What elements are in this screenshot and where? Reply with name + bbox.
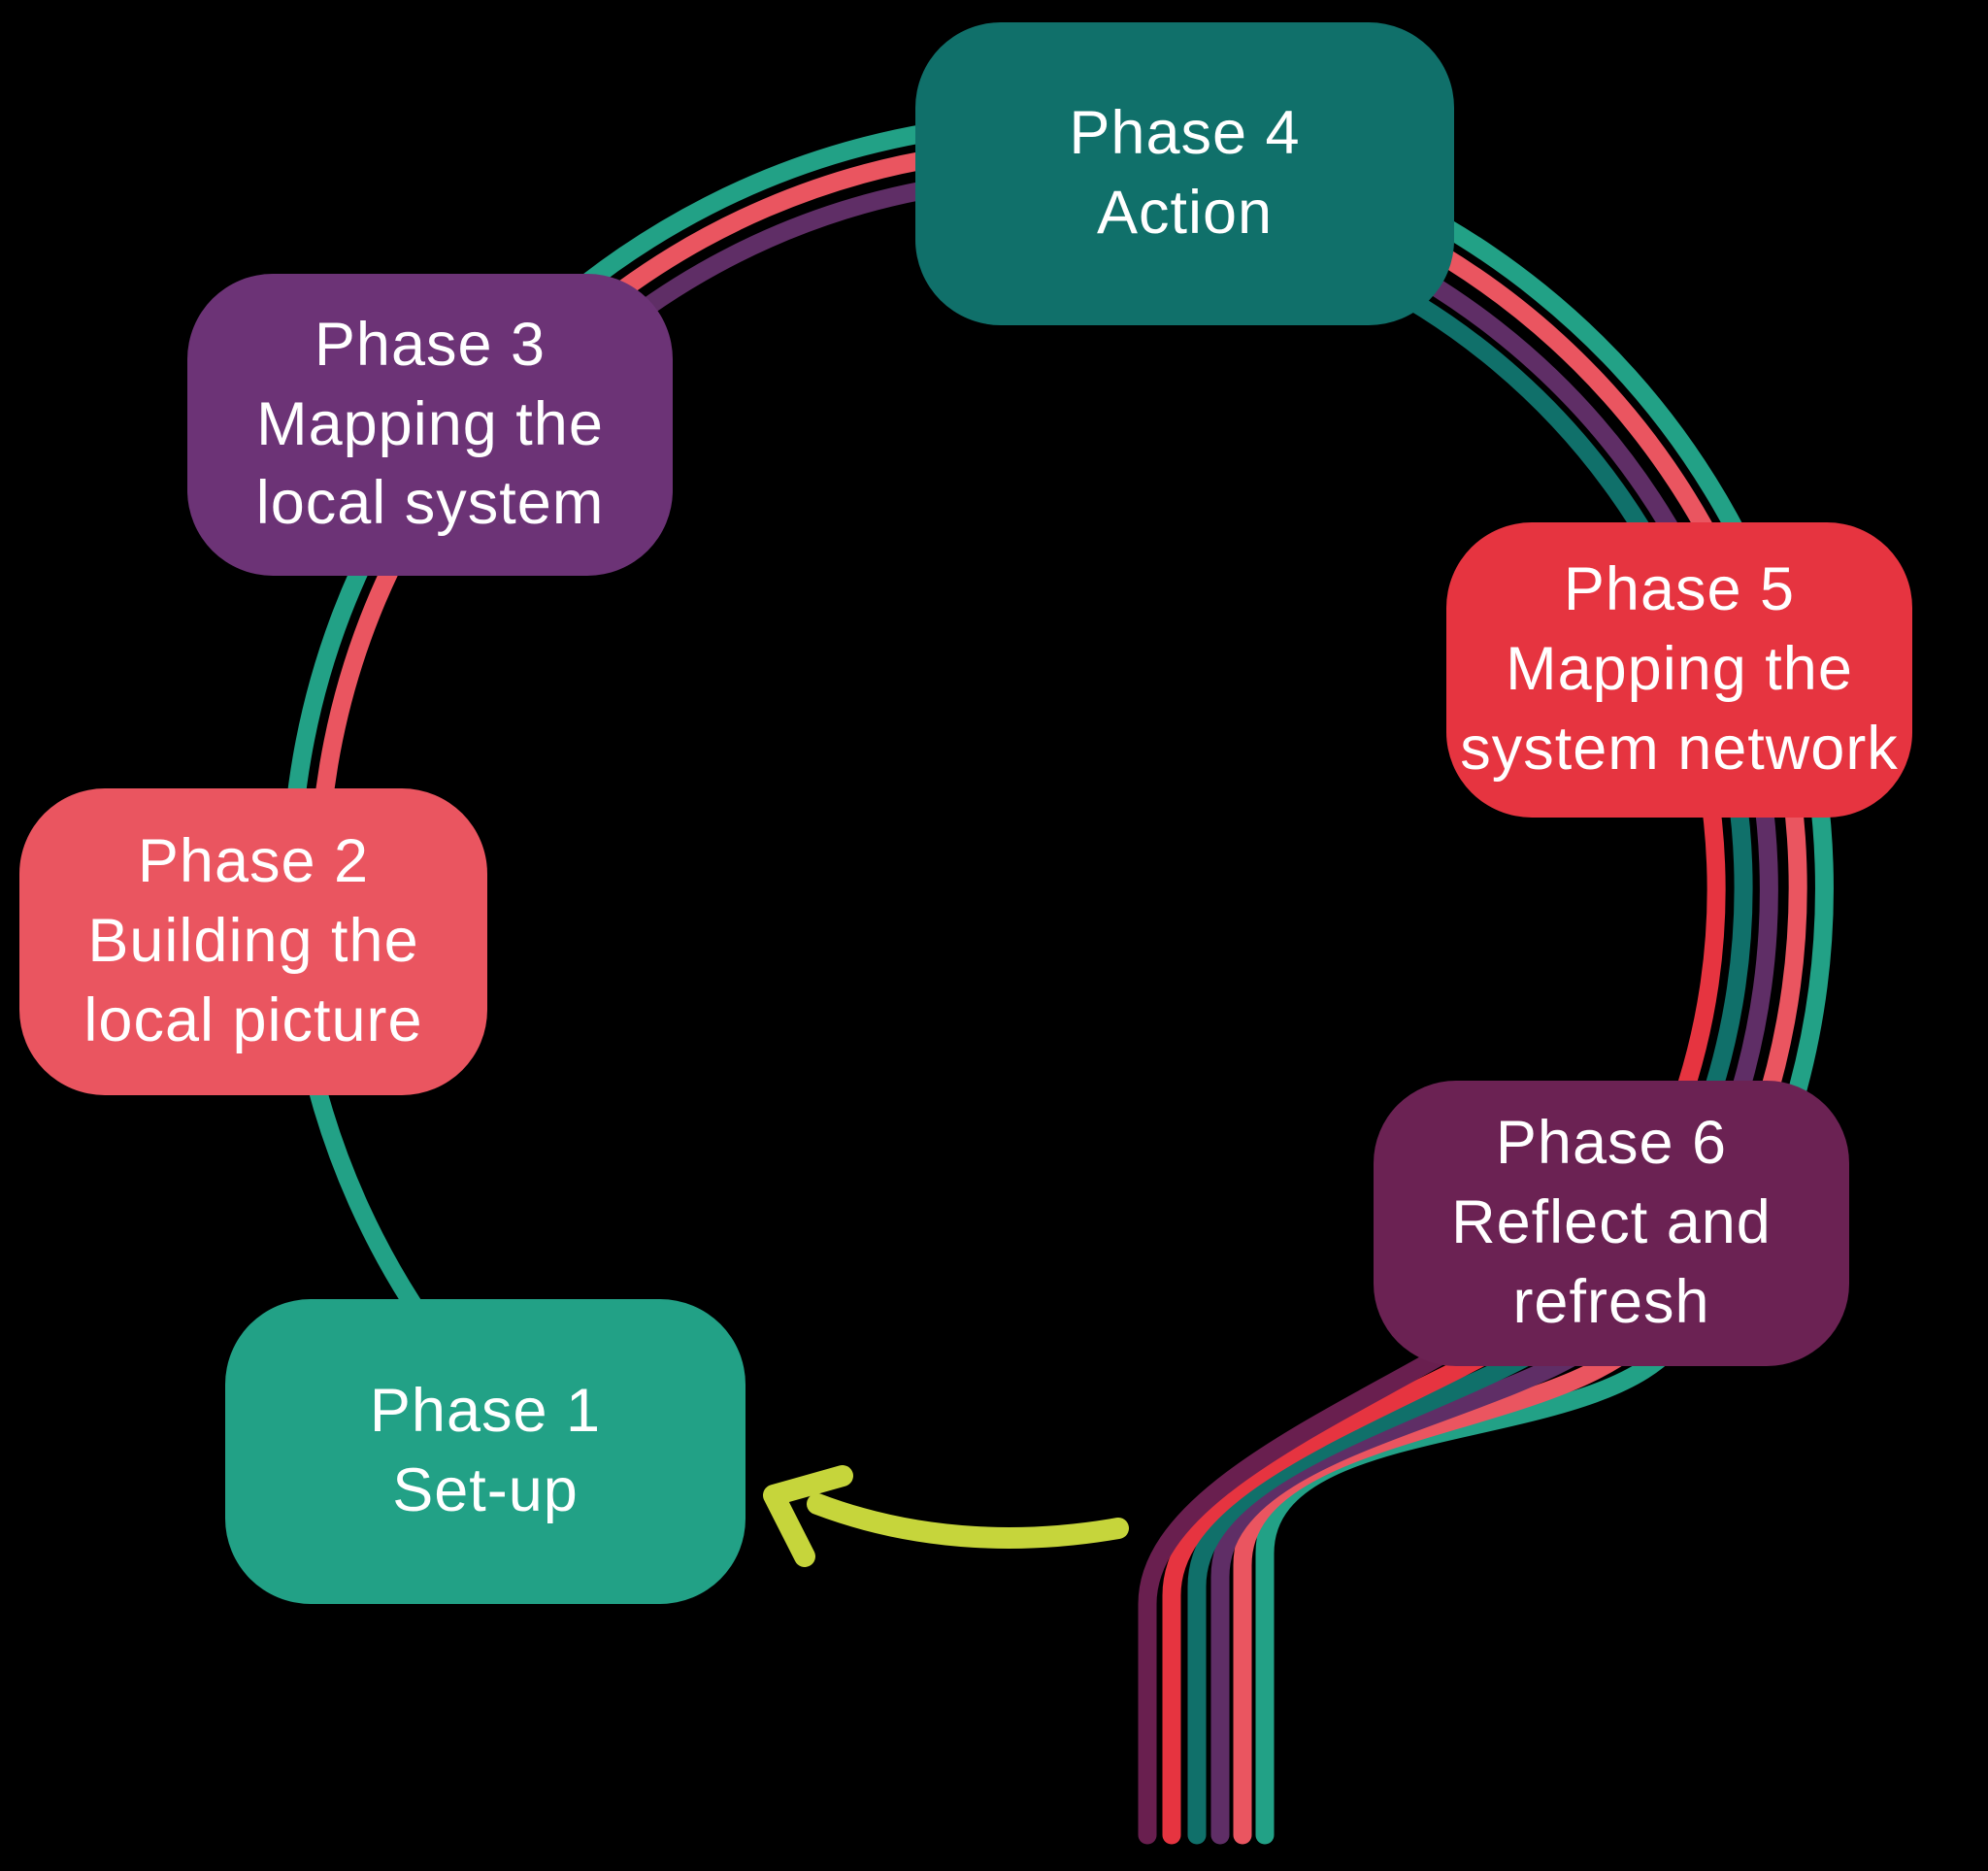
- phase-1-subtitle: Set-up: [392, 1456, 579, 1524]
- flow-line-phase-4: [1187, 212, 1753, 1845]
- phase-5-subtitle: Mapping the system network: [1460, 635, 1899, 783]
- phase-6-box: Phase 6 Reflect and refresh: [1374, 1081, 1849, 1366]
- phase-2-subtitle: Building the local picture: [83, 907, 423, 1054]
- phase-5-title: Phase 5: [1563, 555, 1796, 624]
- phase-6-subtitle: Reflect and refresh: [1451, 1188, 1772, 1336]
- phase-1-title: Phase 1: [369, 1377, 602, 1446]
- loop-arrow-shaft: [807, 1493, 1129, 1549]
- phase-5-box: Phase 5 Mapping the system network: [1446, 522, 1912, 818]
- loop-arrow-icon: [763, 1465, 1129, 1567]
- phase-2-box: Phase 2 Building the local picture: [19, 788, 487, 1095]
- loop-arrow-head: [763, 1465, 853, 1567]
- phase-3-title: Phase 3: [314, 310, 547, 379]
- phase-4-subtitle: Action: [1096, 179, 1274, 247]
- phase-3-subtitle: Mapping the local system: [255, 389, 605, 538]
- phase-4-box: Phase 4 Action: [915, 22, 1454, 325]
- phase-1-box: Phase 1 Set-up: [225, 1299, 746, 1604]
- phase-6-title: Phase 6: [1495, 1109, 1728, 1178]
- phase-3-box: Phase 3 Mapping the local system: [187, 274, 673, 576]
- phase-4-title: Phase 4: [1069, 99, 1301, 168]
- phase-2-title: Phase 2: [137, 827, 370, 896]
